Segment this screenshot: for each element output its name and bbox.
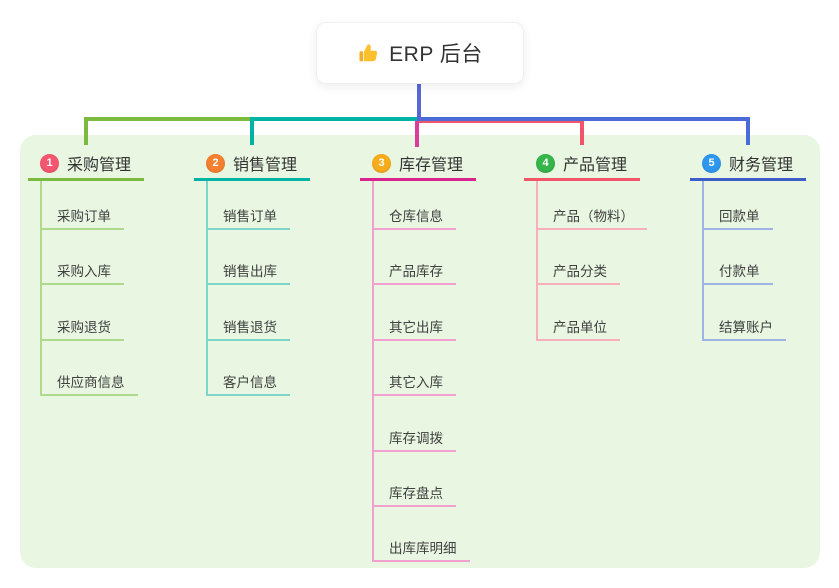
root-node[interactable]: ERP 后台 [316, 22, 524, 84]
branch-node-3[interactable]: 3 库存管理 [360, 148, 476, 181]
branch-node-1[interactable]: 1 采购管理 [28, 148, 144, 181]
child-node[interactable]: 销售退货 [206, 313, 290, 341]
branch-number-badge: 3 [372, 153, 391, 173]
child-node[interactable]: 客户信息 [206, 368, 290, 397]
branch-number-badge: 4 [536, 153, 555, 173]
connector-drop-5 [746, 117, 750, 145]
child-node[interactable]: 产品库存 [372, 257, 456, 286]
connector-drop-3 [415, 121, 419, 147]
branch-child-line [702, 181, 704, 341]
child-node[interactable]: 结算账户 [702, 313, 786, 341]
connector-drop-2 [250, 117, 254, 145]
branch-number-badge: 5 [702, 153, 721, 173]
connector-drop-1 [84, 117, 88, 145]
branch-label: 财务管理 [729, 157, 794, 174]
child-node[interactable]: 其它出库 [372, 313, 456, 341]
root-label: ERP 后台 [389, 43, 483, 66]
thumbs-up-icon [357, 42, 380, 65]
branch-node-4[interactable]: 4 产品管理 [524, 148, 640, 181]
branch-node-5[interactable]: 5 财务管理 [690, 148, 806, 181]
connector-branch-4 [419, 120, 584, 123]
child-node[interactable]: 回款单 [702, 202, 773, 230]
child-node[interactable]: 采购退货 [40, 313, 124, 341]
child-node[interactable]: 销售订单 [206, 202, 290, 230]
child-node[interactable]: 销售出库 [206, 257, 290, 286]
child-node[interactable]: 采购入库 [40, 257, 124, 286]
branch-label: 产品管理 [563, 157, 628, 174]
child-node[interactable]: 仓库信息 [372, 202, 456, 230]
connector-drop-4 [580, 121, 584, 145]
child-node[interactable]: 产品分类 [536, 257, 620, 286]
child-node[interactable]: 供应商信息 [40, 368, 138, 397]
child-node[interactable]: 其它入库 [372, 368, 456, 397]
branch-label: 采购管理 [67, 157, 132, 174]
branch-child-line [40, 181, 42, 397]
connector-branch-2 [250, 117, 421, 121]
connector-branch-5 [417, 117, 750, 121]
branch-number-badge: 1 [40, 153, 59, 173]
child-node[interactable]: 产品（物料） [536, 202, 647, 230]
child-node[interactable]: 库存调拨 [372, 424, 456, 452]
root-connector-line [417, 82, 421, 121]
branch-child-line [372, 181, 374, 563]
branch-child-line [536, 181, 538, 341]
branches-panel [20, 135, 820, 568]
branch-label: 销售管理 [233, 157, 298, 174]
branch-child-line [206, 181, 208, 397]
branch-label: 库存管理 [399, 157, 464, 174]
child-node[interactable]: 产品单位 [536, 313, 620, 341]
branch-node-2[interactable]: 2 销售管理 [194, 148, 310, 181]
branch-number-badge: 2 [206, 153, 225, 173]
child-node[interactable]: 付款单 [702, 257, 773, 286]
child-node[interactable]: 出库库明细 [372, 534, 470, 563]
child-node[interactable]: 采购订单 [40, 202, 124, 230]
child-node[interactable]: 库存盘点 [372, 479, 456, 507]
